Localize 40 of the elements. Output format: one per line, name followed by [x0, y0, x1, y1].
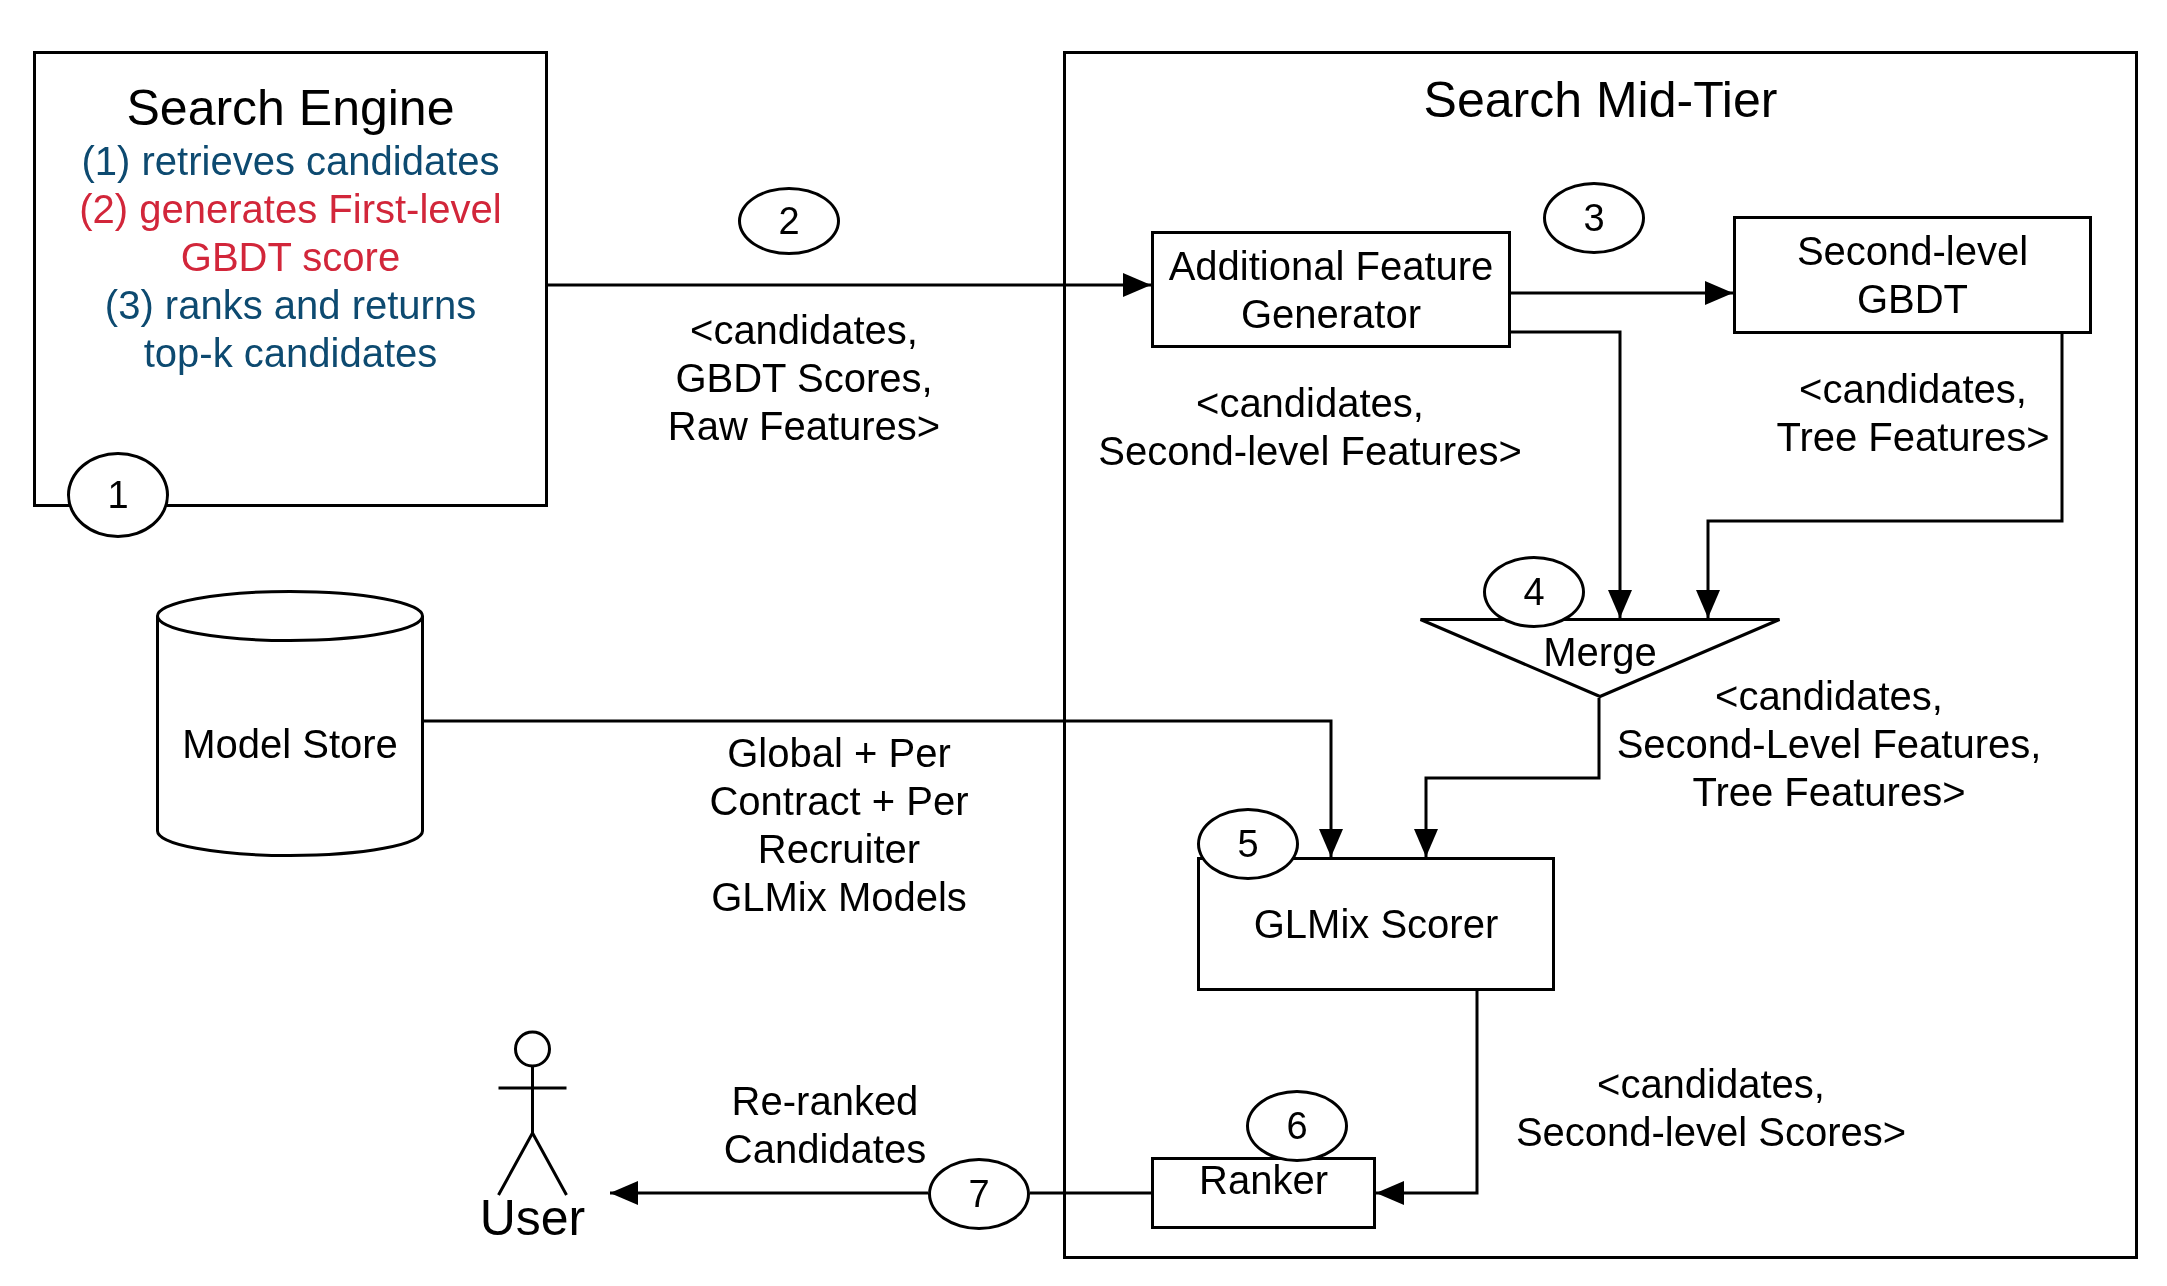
- edge-label: <candidates, Second-level Scores>: [1514, 1061, 1908, 1156]
- step-number-circle: 4: [1483, 556, 1585, 628]
- edge-label: <candidates, GBDT Scores, Raw Features>: [666, 307, 942, 450]
- arrow: [548, 273, 1151, 297]
- step-number-circle: 1: [67, 452, 169, 538]
- description-text: (1) retrieves candidates: [81, 138, 500, 185]
- edge-label: <candidates, Second-Level Features, Tree Features>: [1615, 674, 2043, 816]
- description-text: (2) generates First-level GBDT score: [78, 186, 503, 281]
- container-box: [1063, 51, 2138, 1259]
- step-number-circle: 7: [928, 1158, 1030, 1230]
- step-number-circle: 3: [1543, 182, 1645, 254]
- box-label: GLMix Scorer: [1253, 901, 1499, 948]
- step-number-circle: 5: [1197, 808, 1299, 880]
- step-number-circle: 6: [1246, 1090, 1348, 1162]
- edge-label: Re-ranked Candidates: [722, 1078, 928, 1173]
- edge-label: <candidates, Second-level Features>: [1097, 380, 1523, 475]
- edge-label: Global + Per Contract + Per Recruiter GLMix Models: [708, 730, 970, 921]
- arrow: [424, 719, 1343, 857]
- arrow: [1376, 991, 1479, 1205]
- process-box: [33, 51, 548, 507]
- description-text: (3) ranks and returns top-k candidates: [103, 282, 478, 377]
- arrow: [1696, 334, 2064, 618]
- process-box: [1151, 1157, 1376, 1229]
- box-label: Second-level GBDT: [1795, 228, 2030, 323]
- arrow: [1511, 281, 1733, 305]
- box-label: Ranker: [1199, 1160, 1328, 1200]
- container-title: Search Mid-Tier: [1423, 72, 1778, 128]
- node-label: Model Store: [181, 724, 399, 764]
- process-box: [1151, 231, 1511, 348]
- arrow: [610, 1181, 928, 1205]
- step-number-circle: 2: [738, 187, 840, 255]
- process-box: [1733, 216, 2092, 334]
- user-label: User: [478, 1192, 587, 1244]
- box-label: Additional Feature Generator: [1167, 242, 1495, 338]
- box-title: Search Engine: [126, 79, 455, 137]
- process-box: [1197, 857, 1555, 991]
- arrow: [1511, 330, 1632, 618]
- arrow: [1414, 698, 1601, 857]
- edge-label: <candidates, Tree Features>: [1775, 366, 2051, 461]
- node-label: Merge: [1542, 632, 1658, 672]
